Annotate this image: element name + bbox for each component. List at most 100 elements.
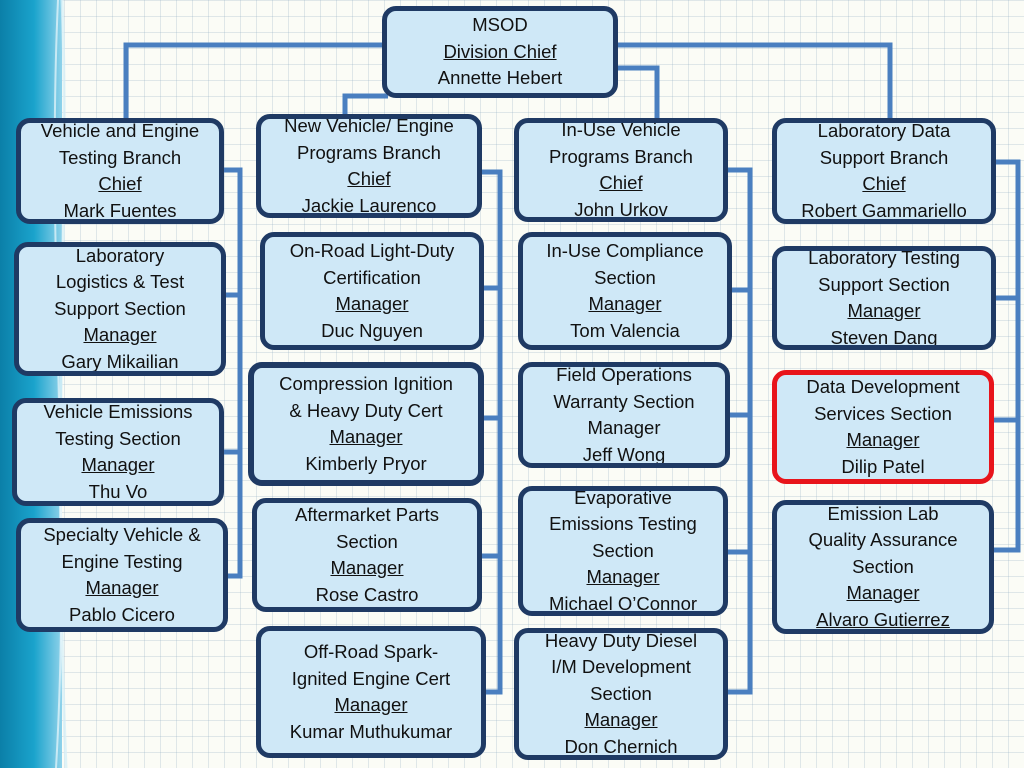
box-title-line: Data Development	[806, 376, 960, 397]
connector-top-to-col1	[123, 42, 388, 124]
box-title-line: Programs Branch	[297, 141, 441, 163]
box-title-line: Certification	[323, 266, 421, 288]
heavy-duty-diesel-im-development-box: Heavy Duty Diesel I/M Development Sectio…	[514, 628, 728, 760]
box-role: Manager	[847, 300, 921, 321]
box-title: MSOD	[472, 14, 528, 36]
box-title-line: Section	[594, 266, 656, 288]
connector-col1-trunk	[222, 167, 243, 579]
box-role: Manager	[846, 429, 920, 450]
box-role: Manager	[586, 566, 660, 588]
box-role: Manager	[334, 694, 408, 715]
box-role: Division Chief	[443, 40, 557, 62]
box-title-line: Engine Testing	[61, 550, 183, 572]
box-role: Manager	[846, 582, 920, 604]
box-title-line: On-Road Light-Duty	[289, 240, 455, 261]
box-person: Jeff Wong	[582, 443, 666, 465]
box-role: Manager	[335, 293, 409, 314]
off-road-spark-ignited-engine-cert-box: Off-Road Spark- Ignited Engine Cert Mana…	[256, 626, 486, 758]
box-person: Duc Nguyen	[321, 319, 423, 341]
in-use-vehicle-programs-branch-box: In-Use Vehicle Programs Branch Chief Joh…	[514, 118, 728, 222]
box-title-line: Ignited Engine Cert	[291, 667, 451, 689]
connector-top-to-col4	[612, 42, 893, 118]
box-title-line: Support Section	[54, 297, 186, 319]
box-role: Manager	[330, 557, 404, 578]
box-person: Annette Hebert	[437, 67, 563, 89]
box-person: Jackie Laurenco	[301, 194, 437, 216]
box-role: Chief	[599, 172, 643, 193]
new-vehicle-engine-programs-branch-box: New Vehicle/ Engine Programs Branch Chie…	[256, 114, 482, 218]
box-role: Manager	[81, 454, 155, 475]
connector-col4-trunk	[994, 159, 1021, 553]
data-development-services-section-box: Data Development Services Section Manage…	[772, 370, 994, 484]
box-role: Manager	[584, 709, 658, 731]
box-person: Mark Fuentes	[63, 199, 177, 221]
connector-col3-trunk	[726, 167, 753, 695]
field-operations-warranty-section-box: Field Operations Warranty Section Manage…	[518, 362, 730, 468]
box-title-line: Field Operations	[556, 364, 692, 385]
laboratory-logistics-section-box: Laboratory Logistics & Test Support Sect…	[14, 242, 226, 376]
box-role: Chief	[862, 173, 906, 194]
laboratory-testing-support-section-box: Laboratory Testing Support Section Manag…	[772, 246, 996, 350]
on-road-light-duty-certification-box: On-Road Light-Duty Certification Manager…	[260, 232, 484, 350]
evaporative-emissions-testing-section-box: Evaporative Emissions Testing Section Ma…	[518, 486, 728, 616]
box-title-line: Evaporative	[574, 486, 672, 508]
box-title-line: Support Section	[818, 273, 950, 295]
box-title-line: Laboratory	[75, 244, 165, 266]
box-title-line: New Vehicle/ Engine	[284, 115, 454, 136]
connector-top-to-col3	[612, 65, 660, 118]
box-person: Rose Castro	[315, 583, 419, 605]
box-title-line: Testing Branch	[58, 146, 182, 168]
box-person: Robert Gammariello	[801, 199, 967, 221]
box-person: Don Chernich	[564, 735, 678, 757]
box-role: Manager	[83, 324, 157, 346]
box-title-line: Testing Section	[55, 427, 181, 449]
aftermarket-parts-section-box: Aftermarket Parts Section Manager Rose C…	[252, 498, 482, 612]
box-title-line: Programs Branch	[549, 145, 693, 167]
compression-ignition-heavy-duty-cert-box: Compression Ignition & Heavy Duty Cert M…	[248, 362, 484, 486]
laboratory-data-support-branch-box: Laboratory Data Support Branch Chief Rob…	[772, 118, 996, 224]
in-use-compliance-section-box: In-Use Compliance Section Manager Tom Va…	[518, 232, 732, 350]
vehicle-engine-testing-branch-box: Vehicle and Engine Testing Branch Chief …	[16, 118, 224, 224]
box-title-line: Section	[592, 539, 654, 561]
box-title-line: Laboratory Testing	[808, 247, 960, 268]
box-person: Kimberly Pryor	[305, 452, 427, 474]
box-person: Thu Vo	[88, 480, 148, 502]
box-title-line: Section	[590, 682, 652, 704]
box-person: Gary Mikailian	[61, 350, 179, 372]
box-title-line: Specialty Vehicle &	[43, 524, 201, 545]
box-person: Alvaro Gutierrez	[816, 608, 950, 630]
box-title-line: Quality Assurance	[808, 529, 958, 551]
vehicle-emissions-testing-section-box: Vehicle Emissions Testing Section Manage…	[12, 398, 224, 506]
box-title-line: Section	[852, 555, 914, 577]
emission-lab-quality-assurance-section-box: Emission Lab Quality Assurance Section M…	[772, 500, 994, 634]
specialty-vehicle-engine-testing-box: Specialty Vehicle & Engine Testing Manag…	[16, 518, 228, 632]
box-person: Steven Dang	[830, 326, 938, 348]
box-person: Dilip Patel	[841, 455, 925, 477]
box-title-line: Emissions Testing	[549, 513, 697, 535]
connector-top-to-col2	[342, 93, 388, 118]
box-title-line: Services Section	[814, 402, 952, 424]
box-role: Chief	[347, 168, 391, 189]
box-title-line: Section	[336, 530, 398, 552]
box-person: Michael O’Connor	[548, 592, 698, 614]
box-title-line: Compression Ignition	[279, 373, 453, 394]
box-person: Pablo Cicero	[69, 603, 175, 625]
box-title-line: Emission Lab	[827, 502, 939, 524]
box-role: Manager	[588, 293, 662, 314]
box-title-line: Heavy Duty Diesel	[544, 629, 698, 651]
box-title-line: & Heavy Duty Cert	[289, 399, 443, 421]
connector-col2-trunk	[480, 169, 503, 695]
box-person: John Urkov	[574, 198, 668, 220]
box-title-line: Aftermarket Parts	[295, 504, 439, 525]
box-person: Tom Valencia	[570, 319, 680, 341]
box-title-line: Logistics & Test	[55, 271, 185, 293]
box-role: Manager	[329, 426, 403, 447]
box-role: Manager	[587, 417, 661, 438]
box-title-line: Off-Road Spark-	[303, 641, 439, 662]
box-title-line: I/M Development	[551, 656, 691, 678]
box-role: Chief	[98, 173, 142, 194]
box-title-line: In-Use Vehicle	[561, 119, 681, 140]
box-person: Kumar Muthukumar	[289, 720, 453, 742]
msod-division-chief-box: MSOD Division Chief Annette Hebert	[382, 6, 618, 98]
